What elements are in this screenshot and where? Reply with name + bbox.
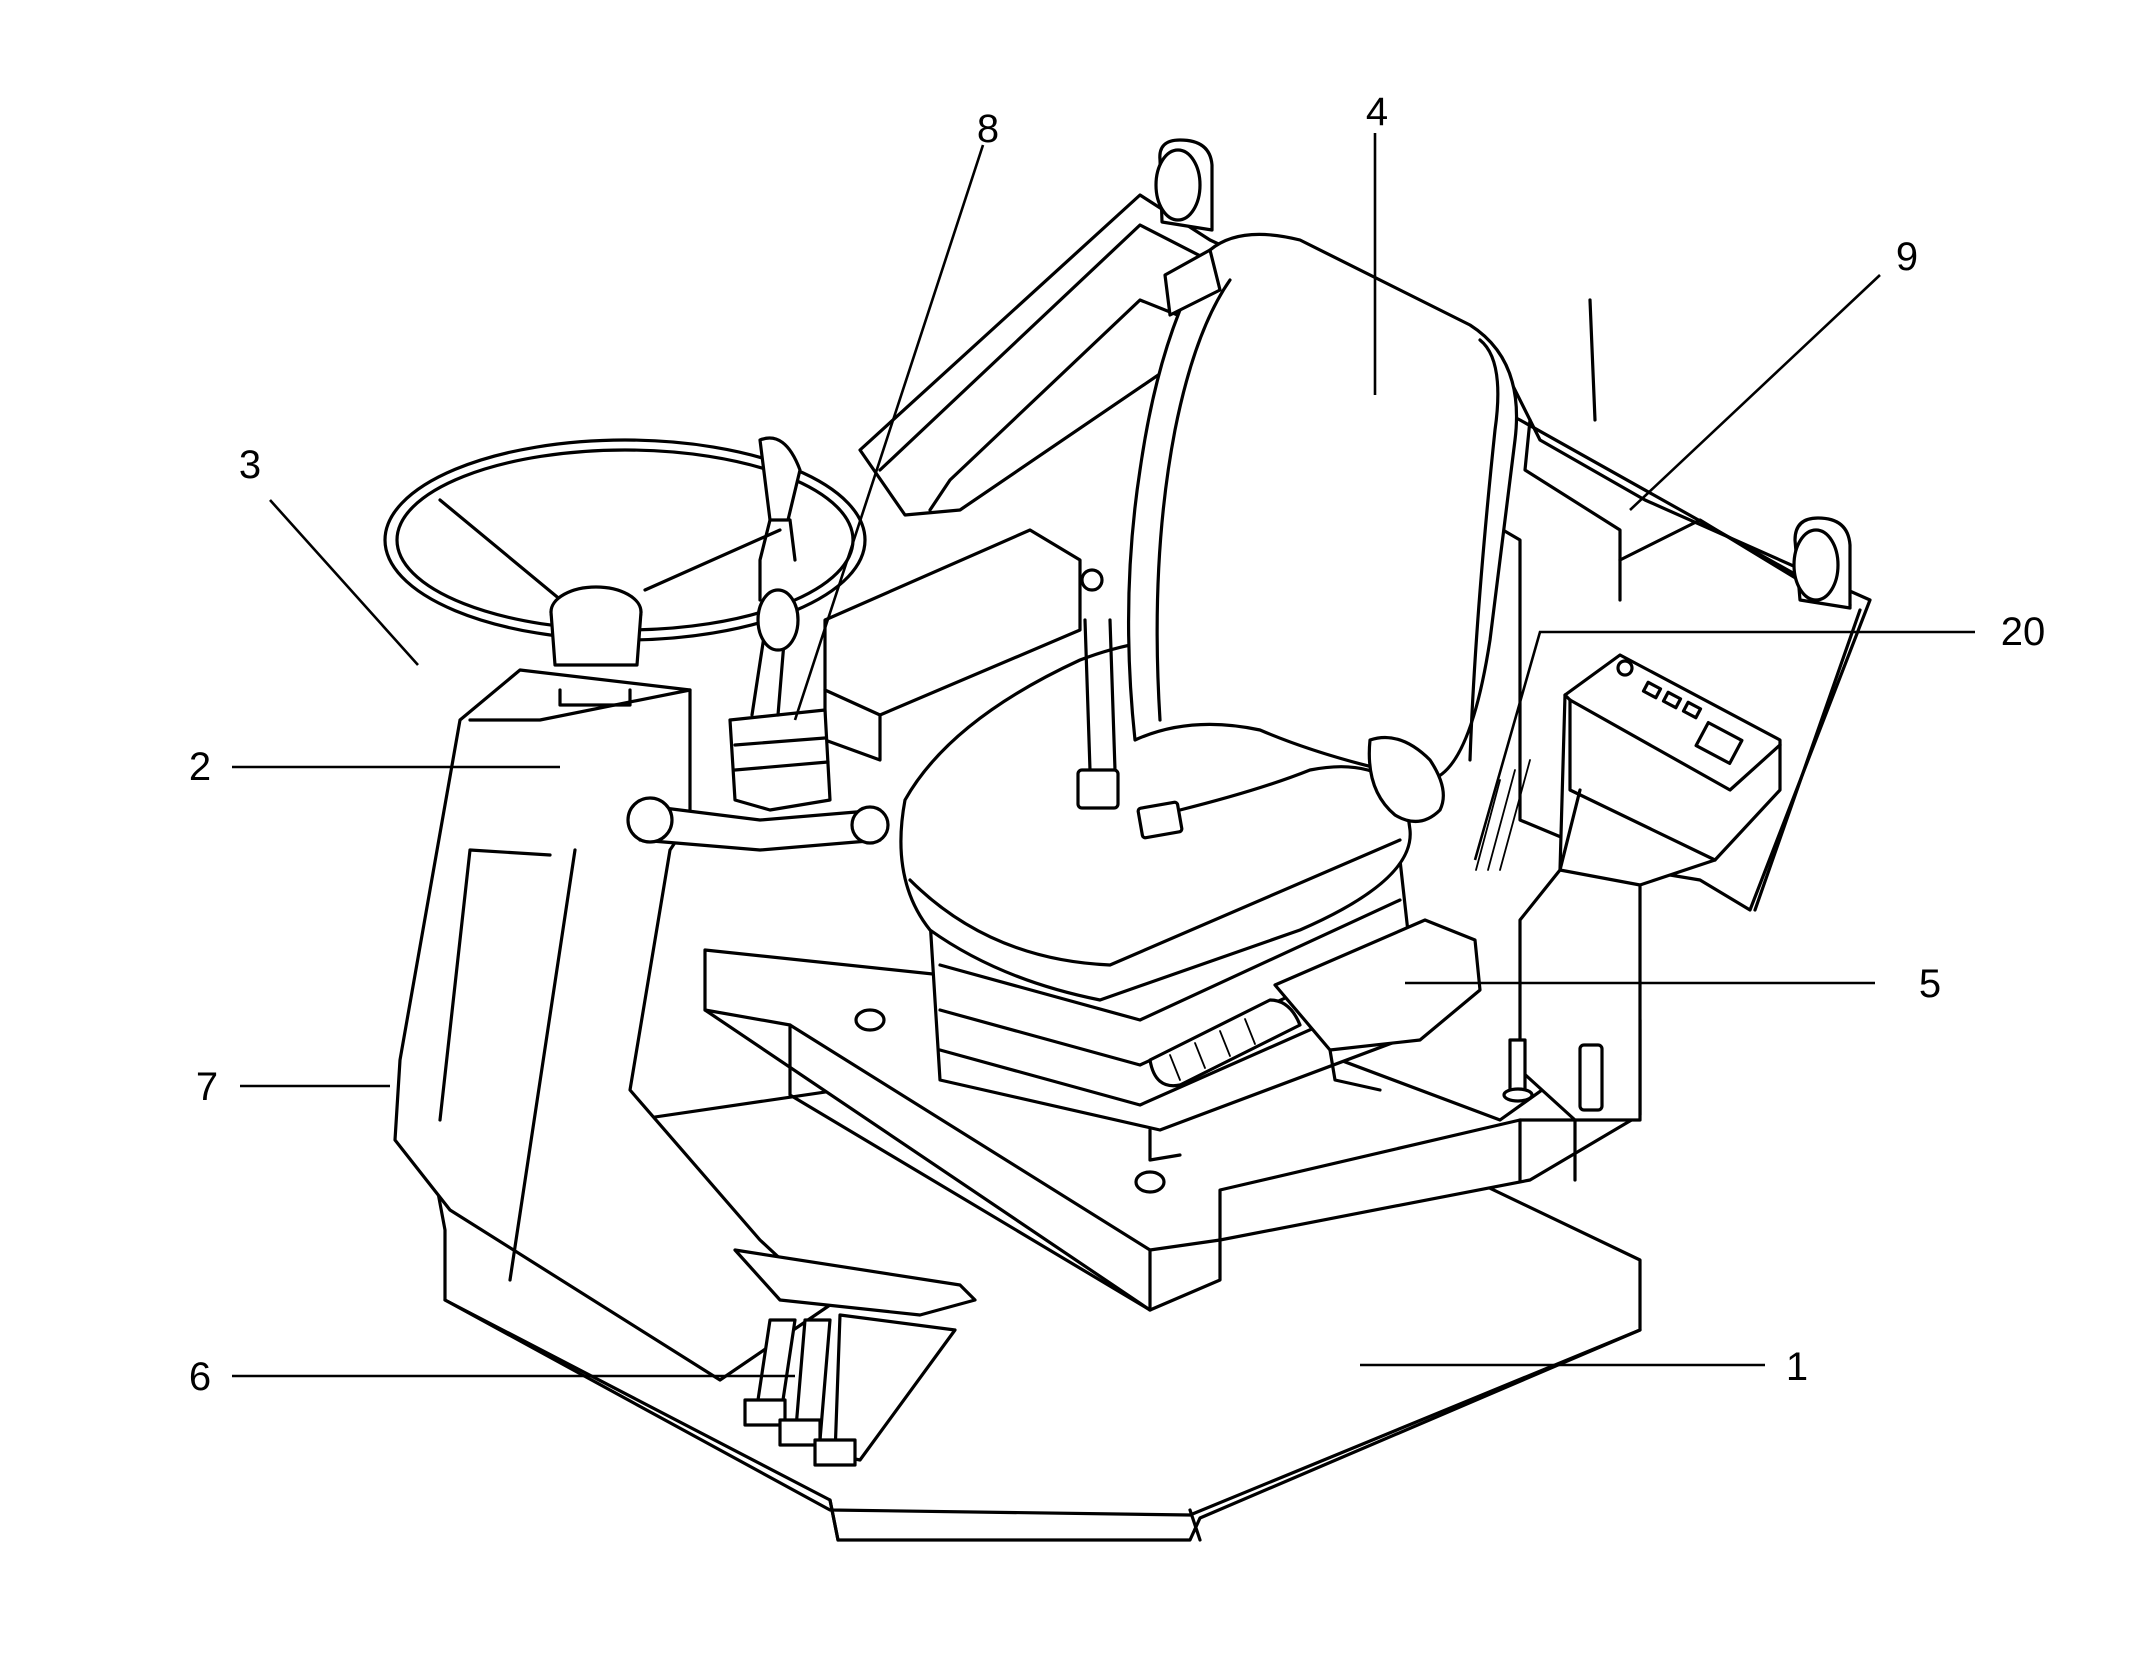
- callout-labels: 1 2 3 4 5 6 7 8 9 20: [189, 90, 2045, 1399]
- callout-8: 8: [977, 107, 999, 151]
- seat-adjust-handle: [1148, 918, 1604, 1112]
- pedals: [733, 1248, 977, 1467]
- rear-light-right: [1792, 516, 1852, 610]
- callout-1: 1: [1786, 1345, 1808, 1389]
- callout-7: 7: [196, 1065, 218, 1109]
- rear-light-left: [1154, 138, 1214, 232]
- leader-9: [1629, 274, 1881, 511]
- leader-8: [793, 144, 985, 721]
- callout-20: 20: [2001, 610, 2046, 654]
- callout-2: 2: [189, 745, 211, 789]
- leader-3: [269, 499, 419, 666]
- callout-5: 5: [1919, 962, 1941, 1006]
- callout-9: 9: [1896, 235, 1918, 279]
- callout-6: 6: [189, 1355, 211, 1399]
- callout-3: 3: [239, 443, 261, 487]
- operator-seat: [899, 232, 1519, 1162]
- steering-wheel: [383, 438, 867, 707]
- side-instrument-console: [1475, 653, 1782, 1122]
- steering-column-cover: [393, 668, 832, 1382]
- leader-20: [1473, 630, 1975, 861]
- leader-lines: [232, 133, 1975, 1378]
- gear-lever: [626, 436, 890, 852]
- callout-4: 4: [1366, 90, 1388, 134]
